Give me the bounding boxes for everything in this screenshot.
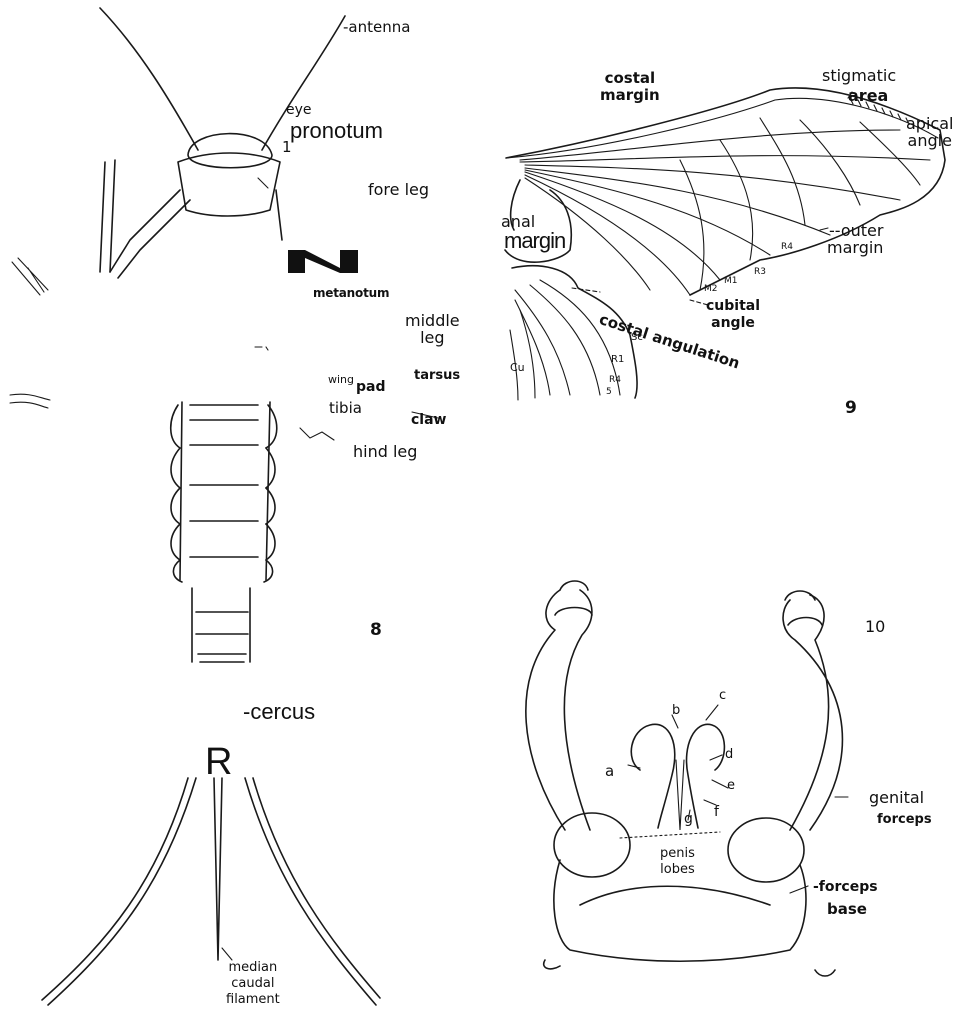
wing-label: wing (328, 374, 354, 385)
fore-leg-left-upper (100, 160, 115, 272)
r5-label: 5 (606, 388, 612, 397)
antenna-label: -antenna (343, 20, 410, 35)
figure-10-number: 10 (865, 619, 885, 635)
left-forceps-joint (554, 813, 630, 877)
tibia-label: tibia (329, 401, 362, 416)
r1-label: R1 (611, 355, 624, 365)
costal-angulation-pointer (572, 288, 600, 292)
middle-leg-label: middle leg (405, 312, 460, 346)
cu-label: Cu (510, 362, 525, 373)
genitalia-drawing (526, 581, 848, 976)
sc-label: Sc (631, 333, 643, 343)
leg-fragment-left-2 (10, 394, 50, 408)
penis-lobes-label: penis lobes (660, 846, 695, 878)
abdomen-tip (192, 588, 250, 662)
cercus-left (48, 778, 196, 1005)
antenna-left (100, 8, 198, 150)
r4-lower-label: R4 (609, 376, 621, 385)
c-label: c (719, 689, 726, 702)
b-label: b (672, 704, 680, 717)
apical-angle-label: apical angle (906, 115, 953, 149)
figure-9-number: 9 (845, 400, 857, 417)
head (188, 134, 272, 168)
forceps-label: forceps (877, 813, 932, 826)
claw-label: claw (411, 413, 446, 427)
left-forceps-tip (555, 581, 592, 615)
leg-fragment-left-1 (12, 258, 48, 295)
pronotum-detail (258, 178, 268, 188)
e-label: e (727, 779, 735, 792)
cercus-label: -cercus (243, 701, 315, 723)
a-label: a (605, 764, 614, 779)
right-forceps-tip (785, 591, 822, 625)
left-forceps (526, 590, 592, 830)
outer-margin-label: --outer margin (827, 222, 883, 256)
median-caudal-filament-label: median caudal filament (226, 960, 280, 1008)
stigmatic-label: stigmatic (822, 68, 896, 84)
r-glyph: R (205, 743, 232, 781)
m1-label: M1 (724, 277, 738, 286)
penis-lobes-divider (620, 832, 720, 838)
fore-leg-label: fore leg (368, 182, 429, 198)
penis-lobe-left (631, 724, 674, 828)
g-label: g (684, 812, 693, 826)
hind-leg-label: hind leg (353, 444, 417, 460)
figure-8-number: 8 (370, 622, 382, 639)
forceps-base-top-label: -forceps (813, 880, 878, 894)
right-forceps-joint (728, 818, 804, 882)
forewing-outline (506, 88, 945, 295)
tarsus-label: tarsus (414, 369, 460, 382)
d-label: d (725, 748, 733, 761)
leg-fragment-mid (255, 347, 268, 350)
metanotum-label: metanotum (313, 287, 389, 299)
abdomen-segments (171, 405, 277, 582)
eye-label: eye (286, 103, 312, 117)
penis-center (676, 760, 684, 830)
forewing-veins (520, 118, 930, 295)
f-label: f (714, 805, 719, 819)
hindwing-veins (510, 280, 620, 400)
r4-label: R4 (781, 243, 793, 252)
costal-margin-line (506, 98, 938, 158)
m2-label: M2 (704, 285, 718, 294)
cubital-angle-label: cubital angle (706, 298, 760, 332)
costal-margin-label: costal margin (600, 70, 660, 104)
margin-label: margin (504, 230, 565, 252)
abdomen-left-edge (180, 402, 182, 580)
genital-label: genital (869, 790, 924, 806)
forceps-base-label: base (827, 902, 867, 917)
metanotum-block (288, 250, 358, 273)
cercus-left-inner (42, 778, 188, 1000)
pad-label: pad (356, 380, 386, 394)
filament-pointer (222, 948, 232, 960)
r3-label: R3 (754, 268, 766, 277)
area-label: area (848, 88, 888, 104)
right-forceps (783, 595, 842, 830)
nymph-drawing (10, 8, 438, 1005)
median-caudal-filament (214, 778, 222, 960)
fore-leg-right (276, 190, 282, 240)
pronotum-marker-label: 1 (282, 140, 292, 155)
fore-leg-left (110, 190, 190, 278)
pronotum-label: pronotum (290, 120, 383, 142)
